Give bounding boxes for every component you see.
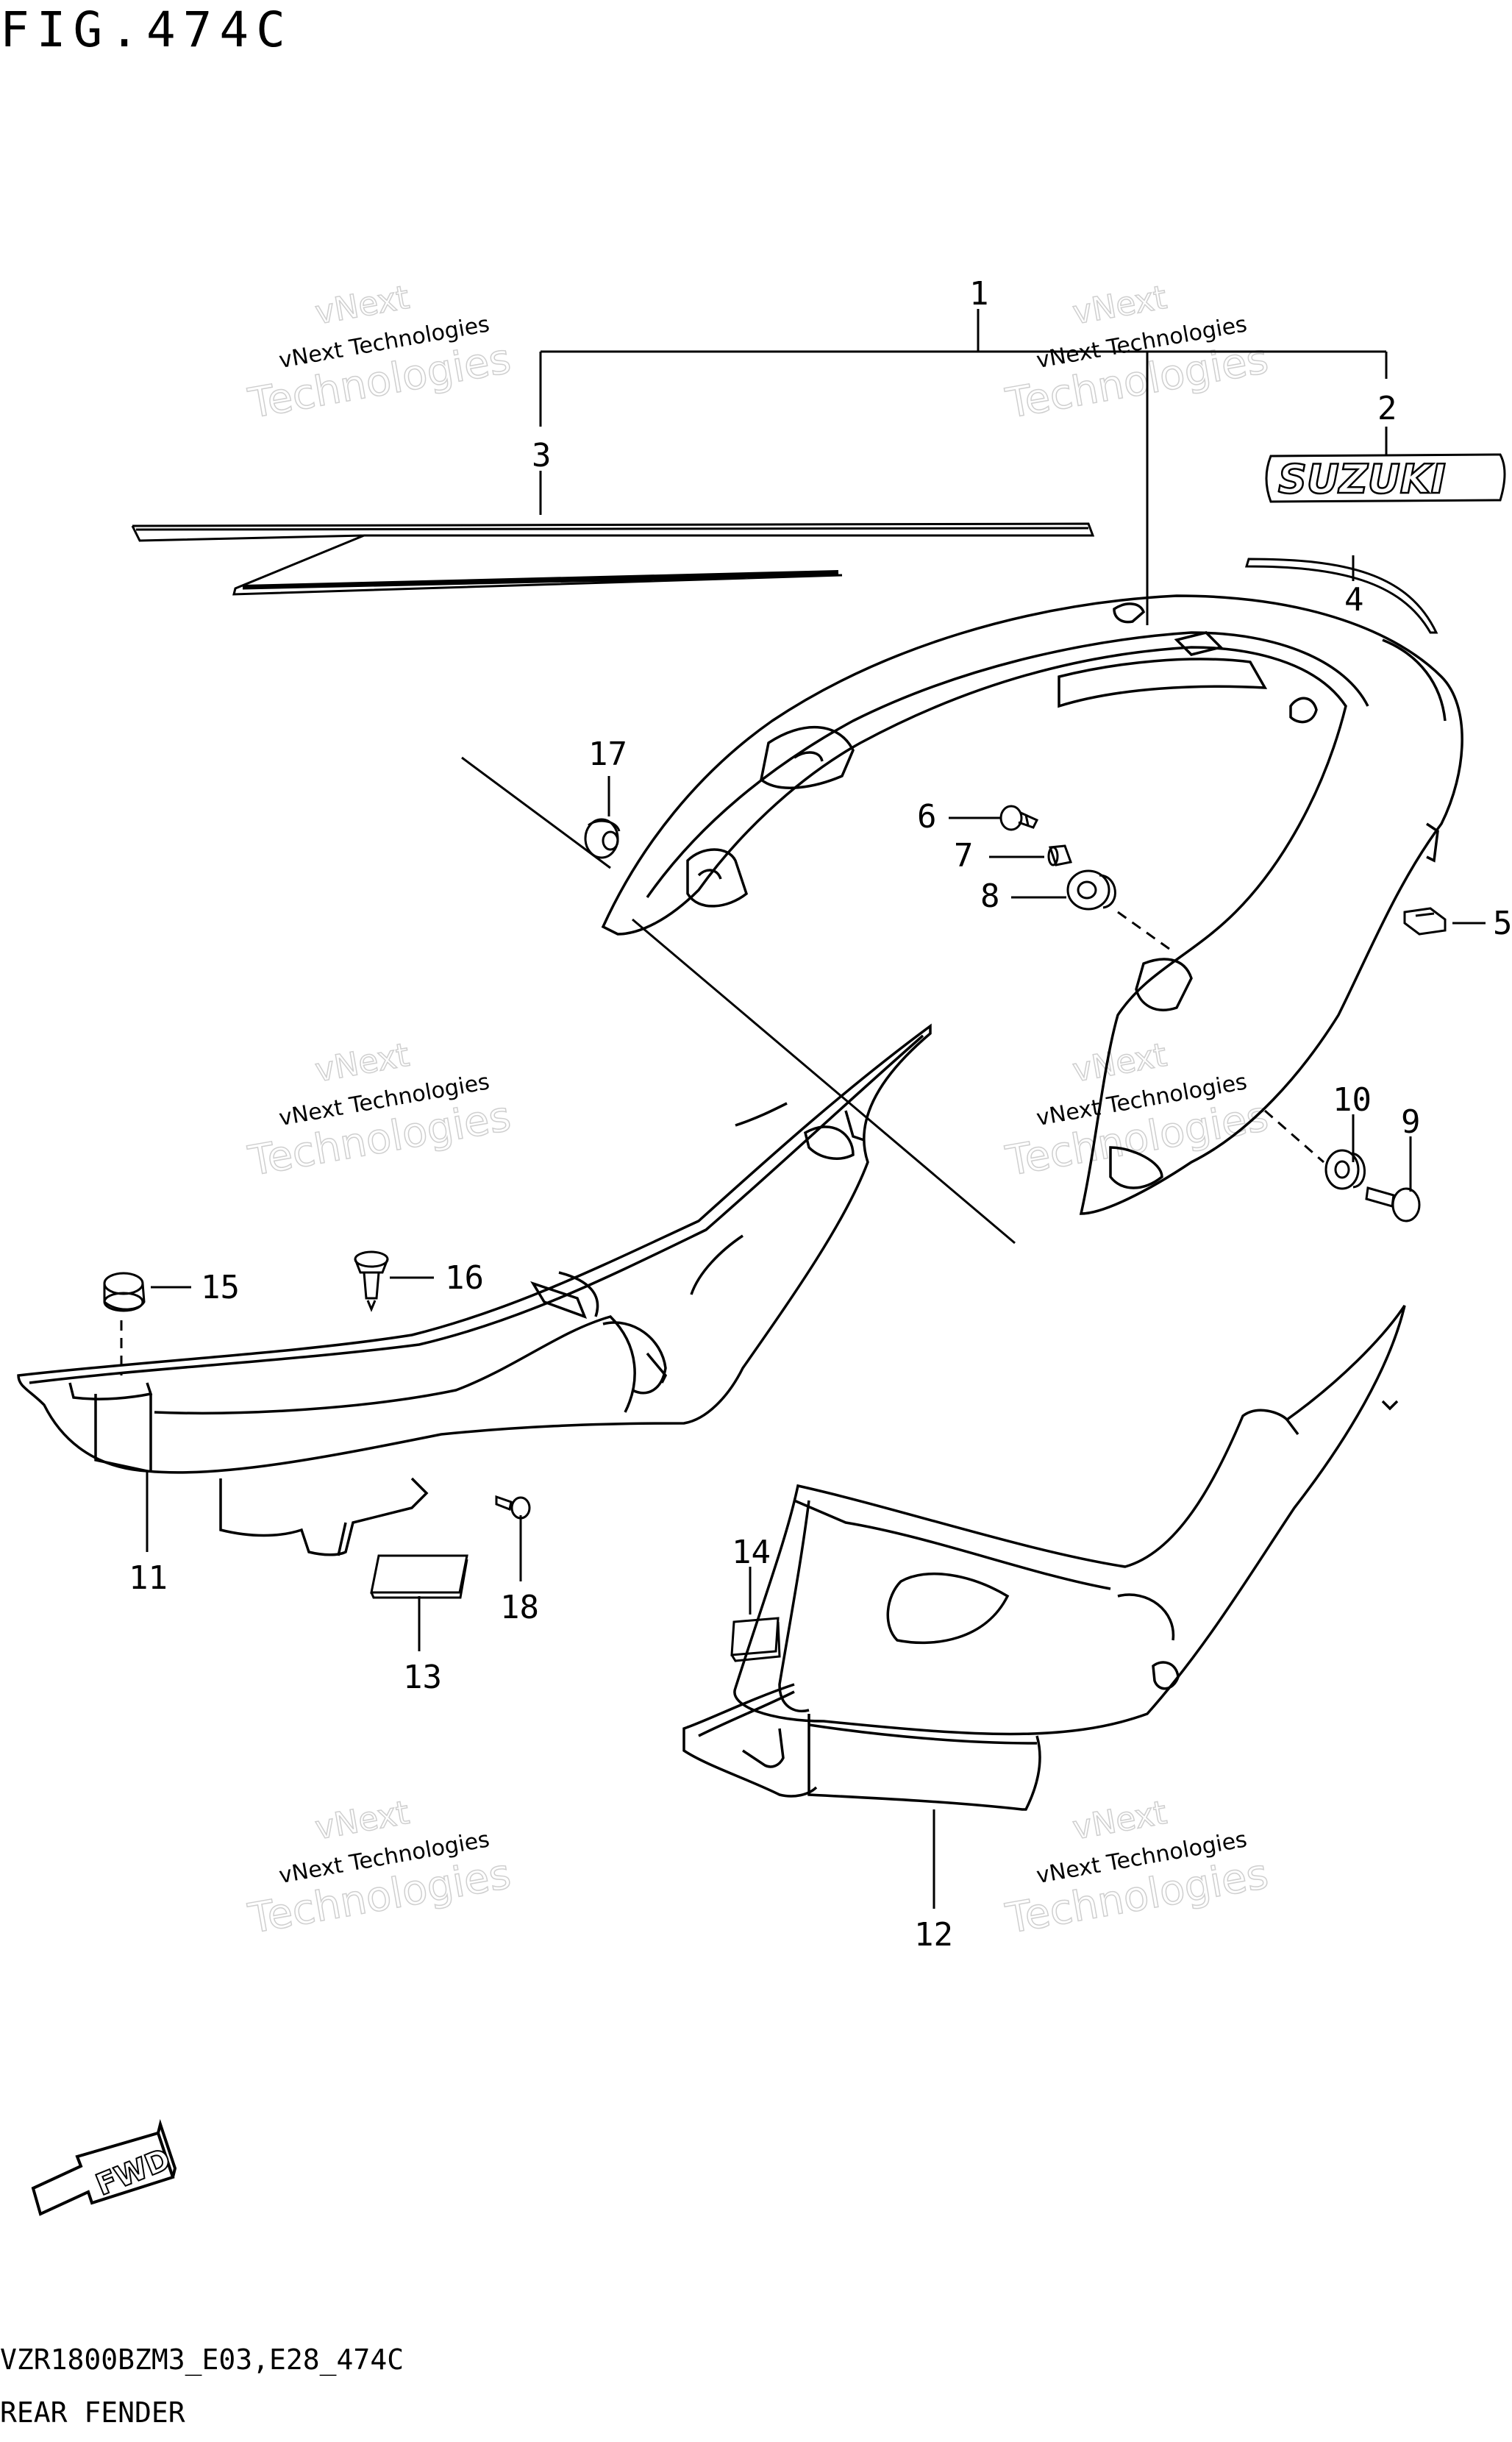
section-name: REAR FENDER [0, 2396, 185, 2429]
callout-13: 13 [403, 1659, 442, 1696]
cushion-17 [584, 818, 621, 859]
fwd-label: FWD [91, 2143, 175, 2203]
watermark: vNext vNext Technologies Technologies [244, 1793, 515, 1944]
suzuki-logo-text: SUZUKI [1278, 456, 1446, 502]
callout-9: 9 [1401, 1103, 1421, 1141]
screw-18 [495, 1495, 531, 1520]
nut-clip [1403, 907, 1447, 936]
watermarks: vNext vNext Technologies Technologies vN… [244, 278, 1272, 1944]
callout-7: 7 [954, 837, 974, 875]
callout-17: 17 [588, 736, 627, 773]
callout-3: 3 [532, 437, 552, 474]
watermark: vNext vNext Technologies Technologies [244, 1036, 515, 1186]
bolt-9 [1365, 1186, 1421, 1222]
svg-text:vNext: vNext [313, 279, 412, 332]
watermark: vNext vNext Technologies Technologies [1002, 1793, 1272, 1944]
grommet-10 [1324, 1149, 1366, 1190]
fwd-direction-arrow: FWD [31, 2118, 177, 2216]
svg-text:vNext: vNext [1070, 1794, 1169, 1848]
svg-text:vNext: vNext [313, 1036, 412, 1090]
svg-text:vNext: vNext [1070, 1036, 1169, 1090]
callout-14: 14 [732, 1534, 771, 1571]
callout-10: 10 [1333, 1081, 1372, 1119]
callout-5: 5 [1493, 905, 1512, 942]
callout-18: 18 [500, 1589, 539, 1626]
rear-fender-main [601, 594, 1463, 1215]
rear-fender-lower [17, 1023, 932, 1556]
pad-13 [370, 1554, 468, 1599]
rear-trim-strip [1244, 558, 1438, 634]
svg-text:vNext: vNext [313, 1794, 412, 1848]
pad-14 [730, 1617, 781, 1662]
suzuki-logo-emblem: SUZUKI [1265, 453, 1506, 503]
model-code: VZR1800BZM3_E03,E28_474C [0, 2343, 404, 2376]
callout-11: 11 [129, 1559, 168, 1597]
watermark: vNext vNext Technologies Technologies [1002, 1036, 1272, 1186]
callout-2: 2 [1377, 390, 1397, 427]
collar-7 [1047, 844, 1073, 866]
callout-4: 4 [1344, 581, 1364, 619]
callout-12: 12 [914, 1916, 953, 1954]
callout-6: 6 [917, 798, 937, 836]
rivet-clip-16 [354, 1250, 389, 1312]
watermark: vNext vNext Technologies Technologies [244, 278, 515, 429]
cap-15 [103, 1272, 146, 1312]
figure-title: FIG.474C [0, 1, 293, 58]
side-cover-12 [682, 1305, 1406, 1811]
callout-15: 15 [201, 1269, 240, 1306]
callout-1: 1 [969, 275, 989, 313]
callout-16: 16 [445, 1259, 484, 1297]
stripe-decal [131, 522, 1095, 596]
watermark: vNext vNext Technologies Technologies [1002, 278, 1272, 429]
bolt-6 [999, 805, 1039, 831]
callout-numbers: 1 2 3 4 5 6 7 8 9 10 11 12 13 14 15 16 1… [129, 275, 1512, 1954]
svg-text:vNext: vNext [1070, 279, 1169, 332]
callout-8: 8 [980, 878, 1000, 915]
grommet-8 [1066, 869, 1116, 911]
